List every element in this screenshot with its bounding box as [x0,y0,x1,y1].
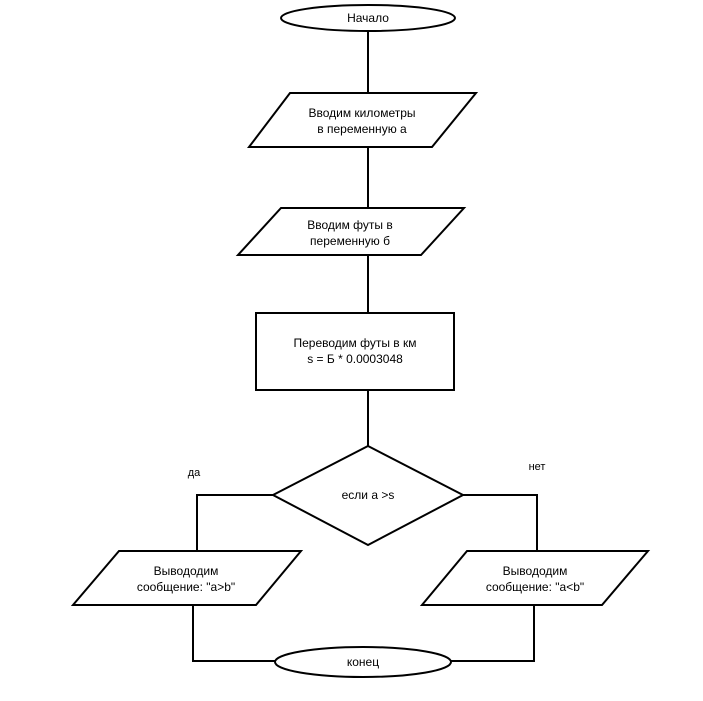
node-decision: если а >s [270,444,466,547]
connector-out-no-to-end [451,605,535,662]
input-km-parallelogram [246,92,479,148]
convert-label-line1: Переводим футы в км [294,336,417,350]
node-input-km: Вводим километры в переменную а [246,92,479,148]
out-no-parallelogram [419,550,651,606]
out-yes-label-line1: Вывододим [154,564,219,578]
input-ft-label-line1: Вводим футы в [307,218,393,232]
input-km-label-line2: в переменную а [317,122,407,136]
connectors [192,31,538,662]
out-yes-parallelogram [70,550,304,606]
input-km-label-line1: Вводим километры [308,106,415,120]
out-no-label-line2: сообщение: "a<b" [486,580,584,594]
out-yes-label-line2: сообщение: "a>b" [137,580,235,594]
start-label: Начало [347,11,389,25]
end-label: конец [347,655,379,669]
input-ft-label-line2: переменную б [310,234,390,248]
yes-branch-label: да [188,467,201,479]
out-no-label-line1: Вывододим [503,564,568,578]
node-end: конец [274,646,452,678]
node-out-no: Вывододим сообщение: "a<b" [419,550,651,606]
node-convert: Переводим футы в км s = Б * 0.0003048 [255,312,455,391]
end-terminal-shape [274,646,452,678]
decision-label: если а >s [342,488,395,502]
node-input-ft: Вводим футы в переменную б [235,207,467,256]
start-terminal-shape [280,4,456,32]
connector-decision-yes-branch [196,494,273,551]
node-start: Начало [280,4,456,32]
input-ft-parallelogram [235,207,467,256]
convert-process-rect [255,312,455,391]
node-out-yes: Вывододим сообщение: "a>b" [70,550,304,606]
connector-out-yes-to-end [192,605,276,662]
no-branch-label: нет [529,461,546,473]
convert-label-line2: s = Б * 0.0003048 [307,352,403,366]
decision-diamond [270,444,466,547]
connector-decision-no-branch [463,494,538,551]
